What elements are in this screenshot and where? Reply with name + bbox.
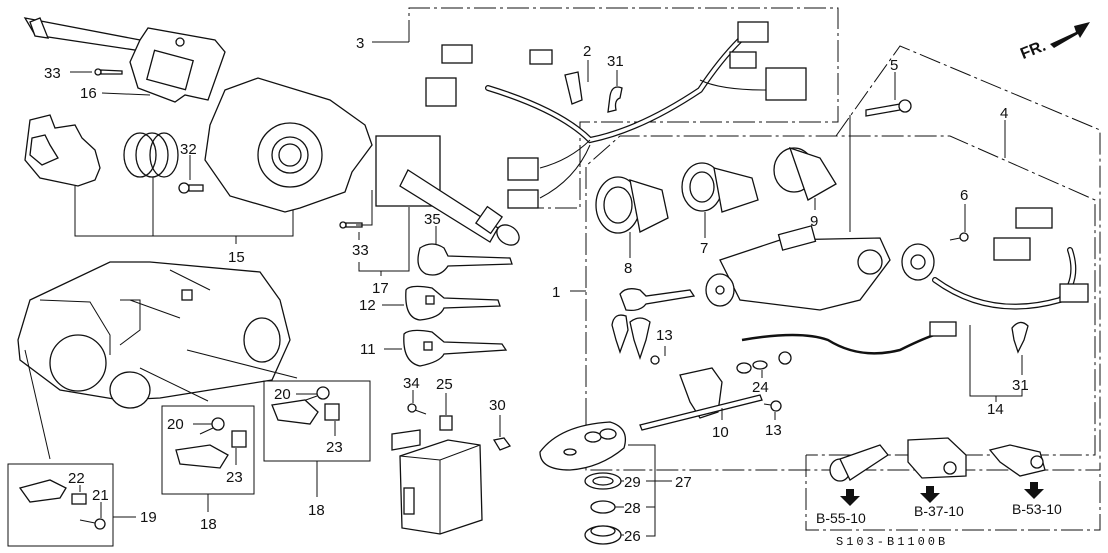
callout-28: 28 <box>624 500 641 517</box>
seal-29 <box>584 472 622 490</box>
control-unit-25[interactable] <box>391 415 483 535</box>
screw-6 <box>949 232 969 242</box>
screw-34 <box>407 403 427 415</box>
key-35[interactable] <box>417 243 513 276</box>
callout-7: 7 <box>700 240 708 257</box>
front-label: FR. <box>1018 38 1048 63</box>
callout-21: 21 <box>92 487 109 504</box>
callout-33b: 33 <box>352 242 369 259</box>
door-switch-18-left[interactable] <box>175 417 247 469</box>
bolt-32 <box>178 182 204 194</box>
key-set[interactable] <box>611 288 696 361</box>
combination-switch-16[interactable] <box>23 17 226 103</box>
reference-b55[interactable]: B-55-10 <box>816 510 866 526</box>
callout-30: 30 <box>489 397 506 414</box>
callout-12: 12 <box>359 297 376 314</box>
callout-17: 17 <box>372 280 389 297</box>
cable-reel-cover[interactable] <box>24 114 101 187</box>
wire-sub-harness <box>736 321 957 374</box>
lock-housing-8[interactable] <box>595 176 669 234</box>
cover-9[interactable] <box>773 146 837 201</box>
callout-13b: 13 <box>765 422 782 439</box>
callout-29: 29 <box>624 474 641 491</box>
key-11[interactable] <box>403 329 508 367</box>
box-19 <box>7 463 114 547</box>
key-cylinder-switch[interactable] <box>901 243 935 281</box>
clip-30 <box>492 437 512 451</box>
callout-18b: 18 <box>308 502 325 519</box>
door-switch-18-right[interactable] <box>271 386 340 425</box>
callout-24: 24 <box>752 379 769 396</box>
reference-b37[interactable]: B-37-10 <box>914 503 964 519</box>
clip-2 <box>564 71 583 105</box>
steering-lock-assembly[interactable] <box>705 225 891 311</box>
diagram-code: S103-B1100B <box>836 535 948 549</box>
callout-9: 9 <box>810 213 818 230</box>
remote-transmitter-27[interactable] <box>539 421 627 471</box>
callout-13: 13 <box>656 327 673 344</box>
ignition-cylinder-7[interactable] <box>681 162 759 213</box>
clamp-31-top <box>607 86 623 113</box>
arrow-down-icon <box>840 489 860 506</box>
callout-5: 5 <box>890 57 898 74</box>
screw-13 <box>650 355 660 365</box>
callout-34: 34 <box>403 375 420 392</box>
callout-20b: 20 <box>274 386 291 403</box>
steering-column-cover[interactable] <box>204 77 373 213</box>
wiper-switch[interactable] <box>375 135 523 249</box>
callout-31: 31 <box>607 53 624 70</box>
callout-31b: 31 <box>1012 377 1029 394</box>
spring-rings <box>123 132 179 178</box>
callout-4: 4 <box>1000 105 1008 122</box>
callout-6: 6 <box>960 187 968 204</box>
screw-33-top <box>94 68 123 76</box>
key-12[interactable] <box>405 285 501 321</box>
front-direction-indicator: FR. <box>1018 22 1090 63</box>
callout-2: 2 <box>583 43 591 60</box>
callout-26: 26 <box>624 528 641 545</box>
callout-23: 23 <box>226 469 243 486</box>
rear-switch-19[interactable] <box>18 479 106 530</box>
callout-11: 11 <box>360 341 376 358</box>
screw-13b <box>763 400 782 412</box>
arrow-icon <box>1050 22 1090 48</box>
callout-1: 1 <box>552 284 560 301</box>
reference-b53[interactable]: B-53-10 <box>1012 501 1062 517</box>
cap-26 <box>584 525 622 545</box>
callout-23b: 23 <box>326 439 343 456</box>
battery-28 <box>590 500 616 514</box>
callout-19: 19 <box>140 509 157 526</box>
callout-18: 18 <box>200 516 217 533</box>
callout-8: 8 <box>624 260 632 277</box>
wire-harness-3[interactable] <box>425 21 807 209</box>
callout-25: 25 <box>436 376 453 393</box>
callout-3: 3 <box>356 35 364 52</box>
screw-33-mid <box>339 221 363 229</box>
bracket-10[interactable] <box>639 367 763 431</box>
callout-33: 33 <box>44 65 61 82</box>
callout-22: 22 <box>68 470 85 487</box>
sensor-b53[interactable] <box>988 444 1046 477</box>
arrow-down-icon <box>920 486 940 503</box>
arrow-down-icon <box>1024 482 1044 499</box>
vehicle-illustration <box>17 261 291 409</box>
callout-16: 16 <box>80 85 97 102</box>
callout-14: 14 <box>987 401 1004 418</box>
callout-27: 27 <box>675 474 692 491</box>
switch-b37[interactable] <box>907 437 967 479</box>
wire-harness-14[interactable] <box>932 207 1089 354</box>
callout-20: 20 <box>167 416 184 433</box>
callout-10: 10 <box>712 424 729 441</box>
sensor-b55[interactable] <box>829 444 889 482</box>
callout-32: 32 <box>180 141 197 158</box>
bolt-5 <box>865 99 912 117</box>
callout-35: 35 <box>424 211 441 228</box>
callout-15: 15 <box>228 249 245 266</box>
